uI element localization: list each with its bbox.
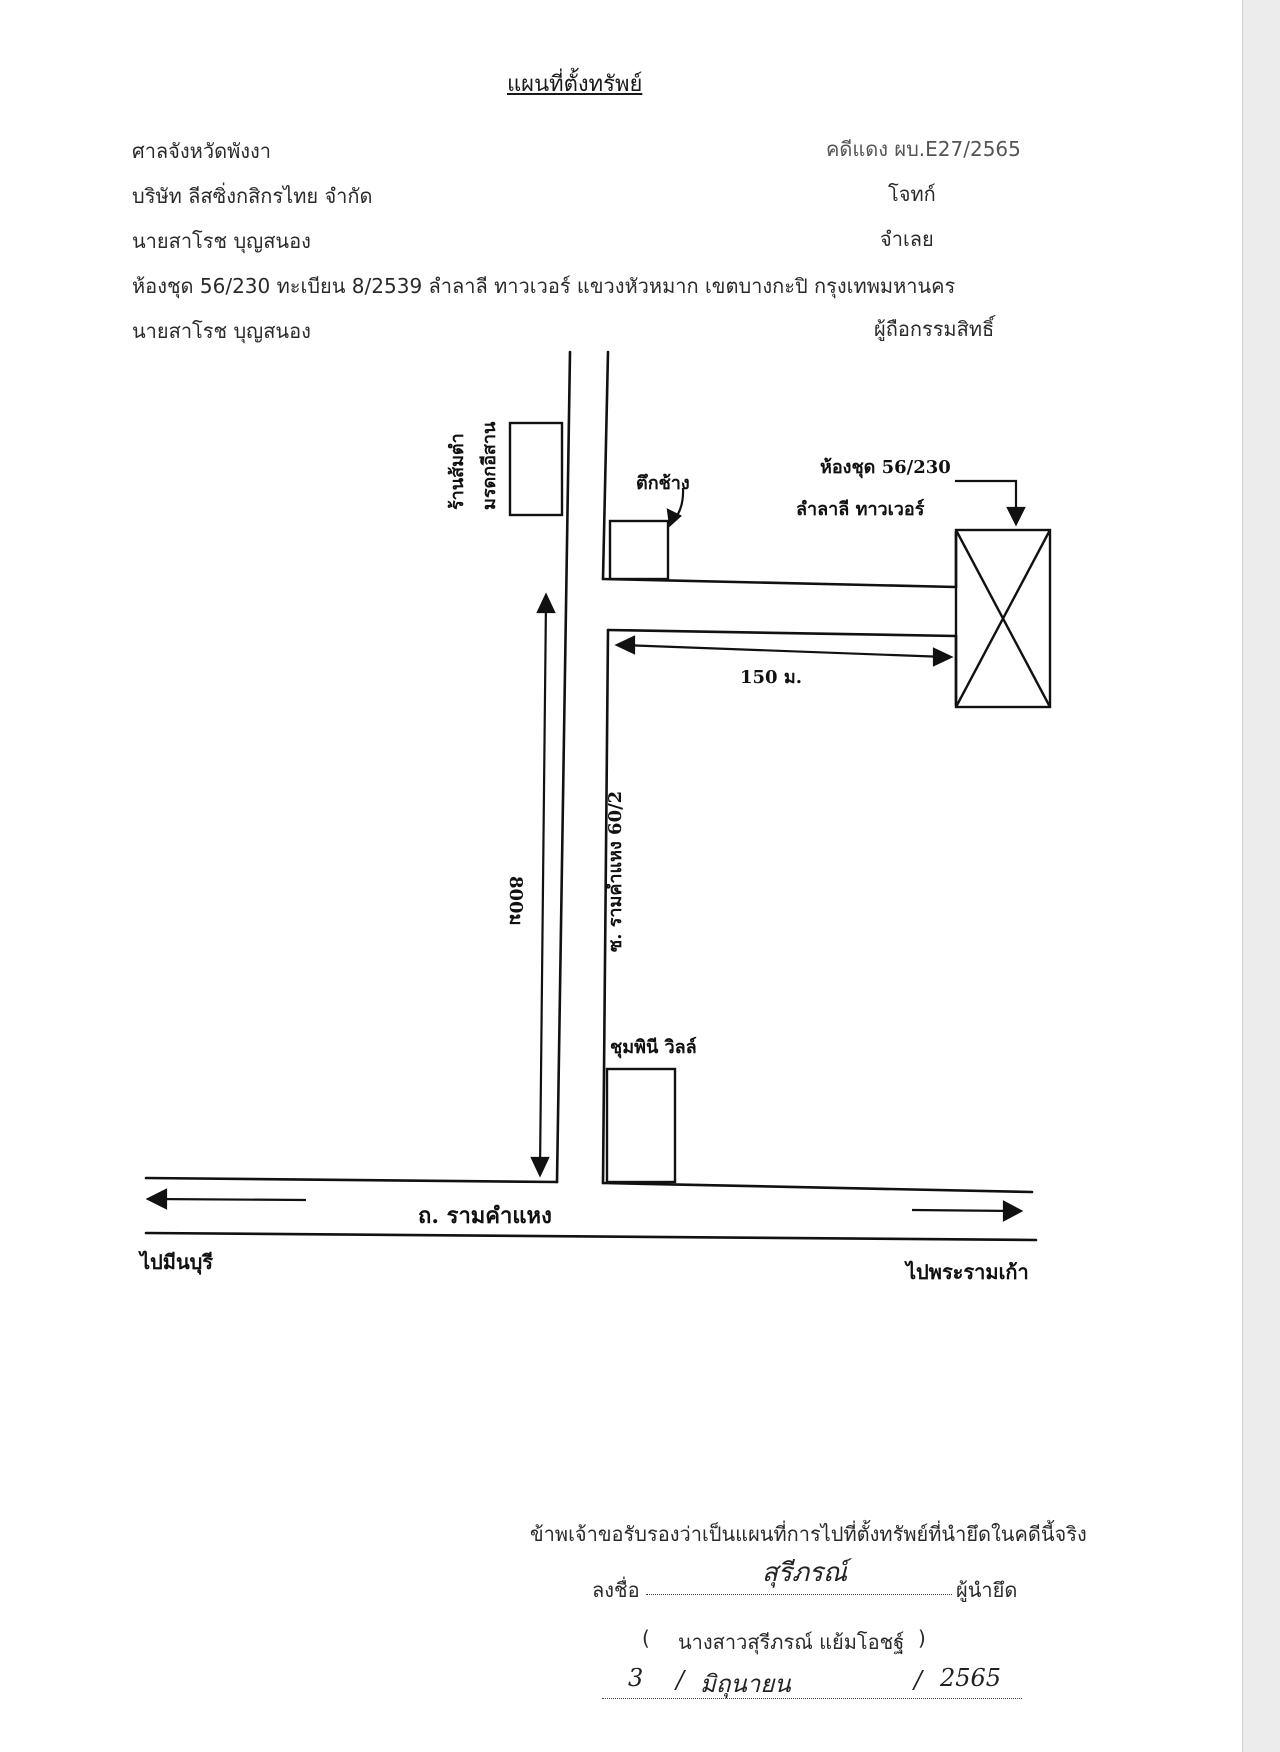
chang-building-label: ตึกช้าง xyxy=(636,473,690,494)
left-direction-arrow xyxy=(145,1188,168,1210)
owner-name: นายสาโรช บุญสนอง xyxy=(132,319,311,343)
scan-edge xyxy=(1242,0,1280,1752)
date-day: 3 xyxy=(628,1664,644,1692)
date-separator-1: / xyxy=(676,1666,685,1694)
right-direction-arrow xyxy=(1002,1200,1024,1222)
left-direction-label: ไปมีนบุรี xyxy=(140,1250,214,1274)
name-open-paren: ( xyxy=(642,1626,650,1650)
branch-road-top xyxy=(601,577,958,589)
horizontal-distance-label: 150 ม. xyxy=(740,667,802,688)
shop-label-2: มรดกอีสาน xyxy=(479,421,500,510)
main-road-bottom xyxy=(144,1231,1038,1242)
plaintiff-role: โจทก์ xyxy=(888,182,936,206)
left-direction-line xyxy=(151,1197,307,1202)
soi-right-edge-upper xyxy=(601,350,610,581)
shop-label-1: ร้านส้มตำ xyxy=(447,433,468,510)
defendant-name: นายสาโรช บุญสนอง xyxy=(132,229,311,253)
shop-building xyxy=(508,421,564,517)
signature: สุรีภรณ์ xyxy=(762,1558,848,1588)
main-road-top-left xyxy=(144,1176,559,1184)
soi-label: ซ. รามคำแหง 60/2 xyxy=(605,790,626,952)
soi-right-edge-lower xyxy=(601,628,610,1185)
plaintiff-name: บริษัท ลีสซิ่งกสิกรไทย จำกัด xyxy=(132,184,373,208)
location-map xyxy=(144,350,1052,1242)
village-label: ชุมพินี วิลล์ xyxy=(610,1037,697,1058)
property-description: ห้องชุด 56/230 ทะเบียน 8/2539 ลำลาลี ทาว… xyxy=(132,274,956,298)
target-label-2: ลำลาลี ทาวเวอร์ xyxy=(796,499,925,520)
date-line xyxy=(602,1698,1022,1699)
right-direction-label: ไปพระรามเก้า xyxy=(906,1260,1029,1284)
signature-line xyxy=(646,1594,952,1595)
soi-left-edge xyxy=(555,350,572,1184)
chang-building xyxy=(608,519,670,581)
tower-pointer xyxy=(955,479,1018,518)
document-page: แผนที่ตั้งทรัพย์ ศาลจังหวัดพังงา คดีแดง … xyxy=(132,72,1087,1699)
right-direction-line xyxy=(911,1208,1017,1213)
vertical-arrow-bottom xyxy=(530,1156,550,1178)
vertical-arrow-top xyxy=(536,592,556,614)
signer-name: นางสาวสุรีภรณ์ แย้มโอชฐ์ xyxy=(678,1630,905,1654)
main-road-label: ถ. รามคำแหง xyxy=(418,1203,552,1229)
date-year: 2565 xyxy=(940,1664,1002,1692)
court-name: ศาลจังหวัดพังงา xyxy=(132,139,272,163)
target-tower xyxy=(954,528,1052,709)
sign-suffix: ผู้นำยึด xyxy=(956,1578,1018,1602)
date-month: มิถุนายน xyxy=(700,1670,791,1698)
sign-prefix: ลงชื่อ xyxy=(592,1578,640,1602)
case-number: คดีแดง ผบ.E27/2565 xyxy=(826,137,1021,161)
owner-role: ผู้ถือกรรมสิทธิ์ xyxy=(874,317,995,341)
branch-road-bottom xyxy=(606,628,958,638)
chang-pointer-head xyxy=(666,508,682,528)
target-label-1: ห้องชุด 56/230 xyxy=(820,457,951,478)
vertical-distance-line xyxy=(538,599,548,1171)
certification-text: ข้าพเจ้าขอรับรองว่าเป็นแผนที่การไปที่ตั้… xyxy=(530,1522,1087,1546)
vertical-distance-label: 800ม xyxy=(505,876,526,926)
name-close-paren: ) xyxy=(918,1626,926,1650)
document-title: แผนที่ตั้งทรัพย์ xyxy=(507,72,643,97)
defendant-role: จำเลย xyxy=(880,227,934,251)
date-separator-2: / xyxy=(914,1666,923,1694)
horizontal-arrow-right xyxy=(932,647,954,667)
horizontal-arrow-left xyxy=(614,635,636,655)
tower-pointer-head xyxy=(1006,506,1026,527)
main-road-top-right xyxy=(601,1181,1034,1194)
horizontal-distance-line xyxy=(621,643,947,659)
village-building xyxy=(605,1067,677,1184)
